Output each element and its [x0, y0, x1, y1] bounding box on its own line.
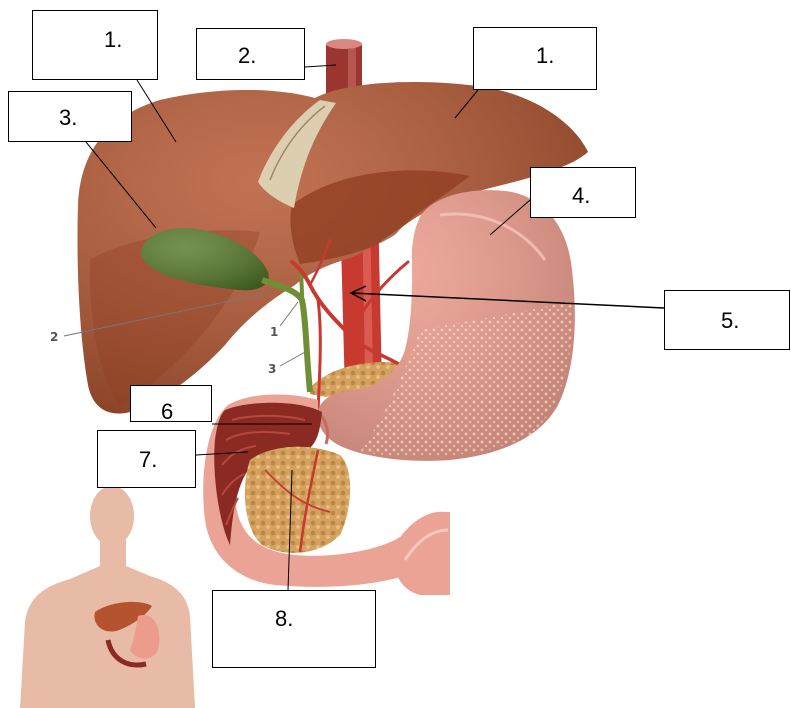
label-box-text: 1.: [104, 29, 122, 51]
label-box-text: 7.: [139, 449, 157, 471]
label-box-text: 3.: [59, 107, 77, 129]
vena-cava-opening: [326, 39, 362, 49]
jejunum: [394, 512, 450, 595]
label-box-2: 2.: [196, 28, 305, 80]
label-box-5: 5.: [664, 290, 790, 350]
blank-cover-lower: [378, 595, 608, 708]
label-box-1-left: 1.: [32, 10, 158, 80]
pancreas-head-texture: [245, 447, 350, 553]
pancreas-head: [245, 447, 350, 553]
label-box-8: 8.: [212, 590, 376, 668]
silhouette-torso: [20, 566, 195, 708]
label-box-text: 5.: [721, 310, 739, 332]
figure-label-1: 1: [270, 325, 278, 339]
human-silhouette-inset: [20, 486, 195, 708]
label-box-text: 8.: [275, 608, 293, 630]
blank-cover-upper: [450, 548, 560, 593]
figure-label-3: 3: [268, 362, 276, 376]
label-box-6: 6: [130, 385, 212, 422]
label-box-text: 1.: [536, 45, 554, 67]
figure-label-1-line: [280, 302, 298, 326]
silhouette-head: [90, 486, 134, 546]
label-box-text: 2.: [238, 45, 256, 67]
label-box-1-right: 1.: [473, 27, 597, 90]
figure-label-3-line: [280, 352, 305, 366]
label-box-4: 4.: [530, 167, 636, 218]
gastroduodenal-artery: [318, 300, 320, 410]
label-box-3: 3.: [8, 91, 132, 142]
label-box-text: 6: [161, 401, 173, 422]
label-box-text: 4.: [572, 185, 590, 207]
label-box-7: 7.: [97, 430, 196, 488]
figure-label-2: 2: [50, 330, 58, 344]
silhouette-neck: [100, 540, 126, 568]
